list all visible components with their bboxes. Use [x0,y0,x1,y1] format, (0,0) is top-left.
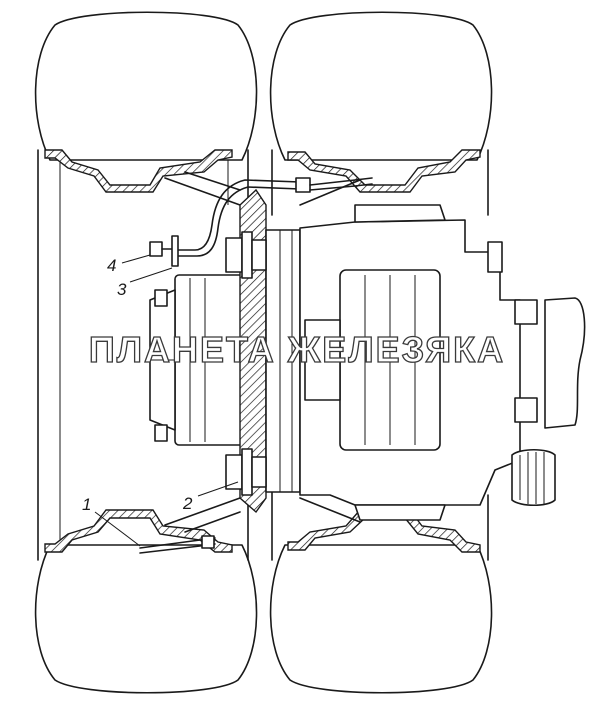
callout-3: 3 [117,267,173,299]
tire-left-top [34,11,258,161]
brake-chamber-bellows [511,448,556,507]
hub-bolts [154,289,168,442]
rim-right-bottom [287,509,481,553]
wheel-stud-bottom [225,448,267,496]
valve-bottom [139,535,216,554]
tire-right-bottom [269,544,493,694]
rim-right-top [287,149,481,193]
brake-caliper [299,204,586,521]
valve-top [149,235,179,267]
callout-4: 4 [107,254,151,275]
tire-right-top [269,11,493,161]
watermark-text: ПЛАНЕТА ЖЕЛЕЗЯКА [89,329,505,370]
tire-sidewalls [37,149,489,561]
callout-1: 1 [82,495,141,547]
tire-left-bottom [34,544,258,694]
wheel-stud-top [225,231,267,279]
inflation-tube [174,177,373,257]
callout-label-4: 4 [107,256,116,275]
callout-label-3: 3 [117,280,127,299]
callout-label-1: 1 [82,495,91,514]
callout-2: 2 [182,481,239,513]
callout-label-2: 2 [182,494,193,513]
rim-left-top [44,149,233,193]
hub-body [149,274,251,446]
